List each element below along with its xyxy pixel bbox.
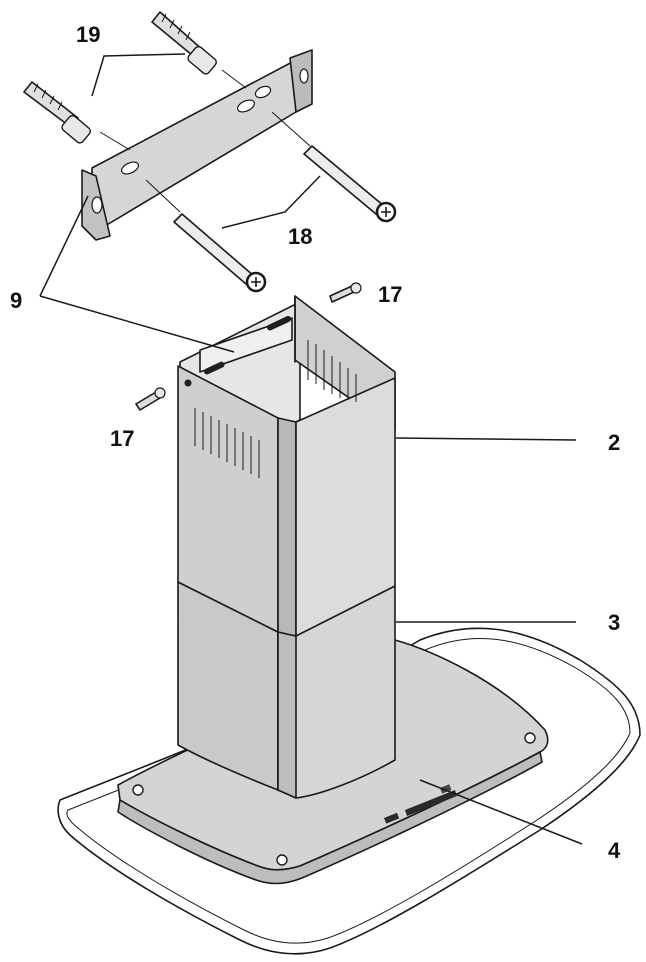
label-lower-chimney: 3: [608, 610, 620, 635]
wall-plug-top: [151, 11, 217, 75]
screw-left: [173, 213, 267, 293]
wall-plug-left: [23, 81, 91, 144]
label-bracket: 9: [10, 288, 22, 313]
lower-chimney: [177, 581, 396, 799]
screw-right: [303, 145, 397, 223]
label-wall-plugs: 19: [76, 22, 100, 47]
label-upper-chimney: 2: [608, 430, 620, 455]
label-screws: 18: [288, 224, 312, 249]
upper-chimney: [177, 295, 396, 637]
label-canopy: 4: [608, 838, 621, 863]
leader-lines: [39, 53, 583, 845]
wall-bracket: [81, 49, 313, 241]
label-small-screw-top: 17: [378, 282, 402, 307]
vent-grille-left: [194, 408, 260, 478]
alignment-lines: [99, 69, 311, 213]
vent-grille-right: [307, 340, 357, 402]
control-panel: [383, 784, 457, 824]
small-screw-left: [135, 387, 166, 411]
small-screw-top: [329, 282, 362, 303]
label-small-screw-left: 17: [110, 426, 134, 451]
